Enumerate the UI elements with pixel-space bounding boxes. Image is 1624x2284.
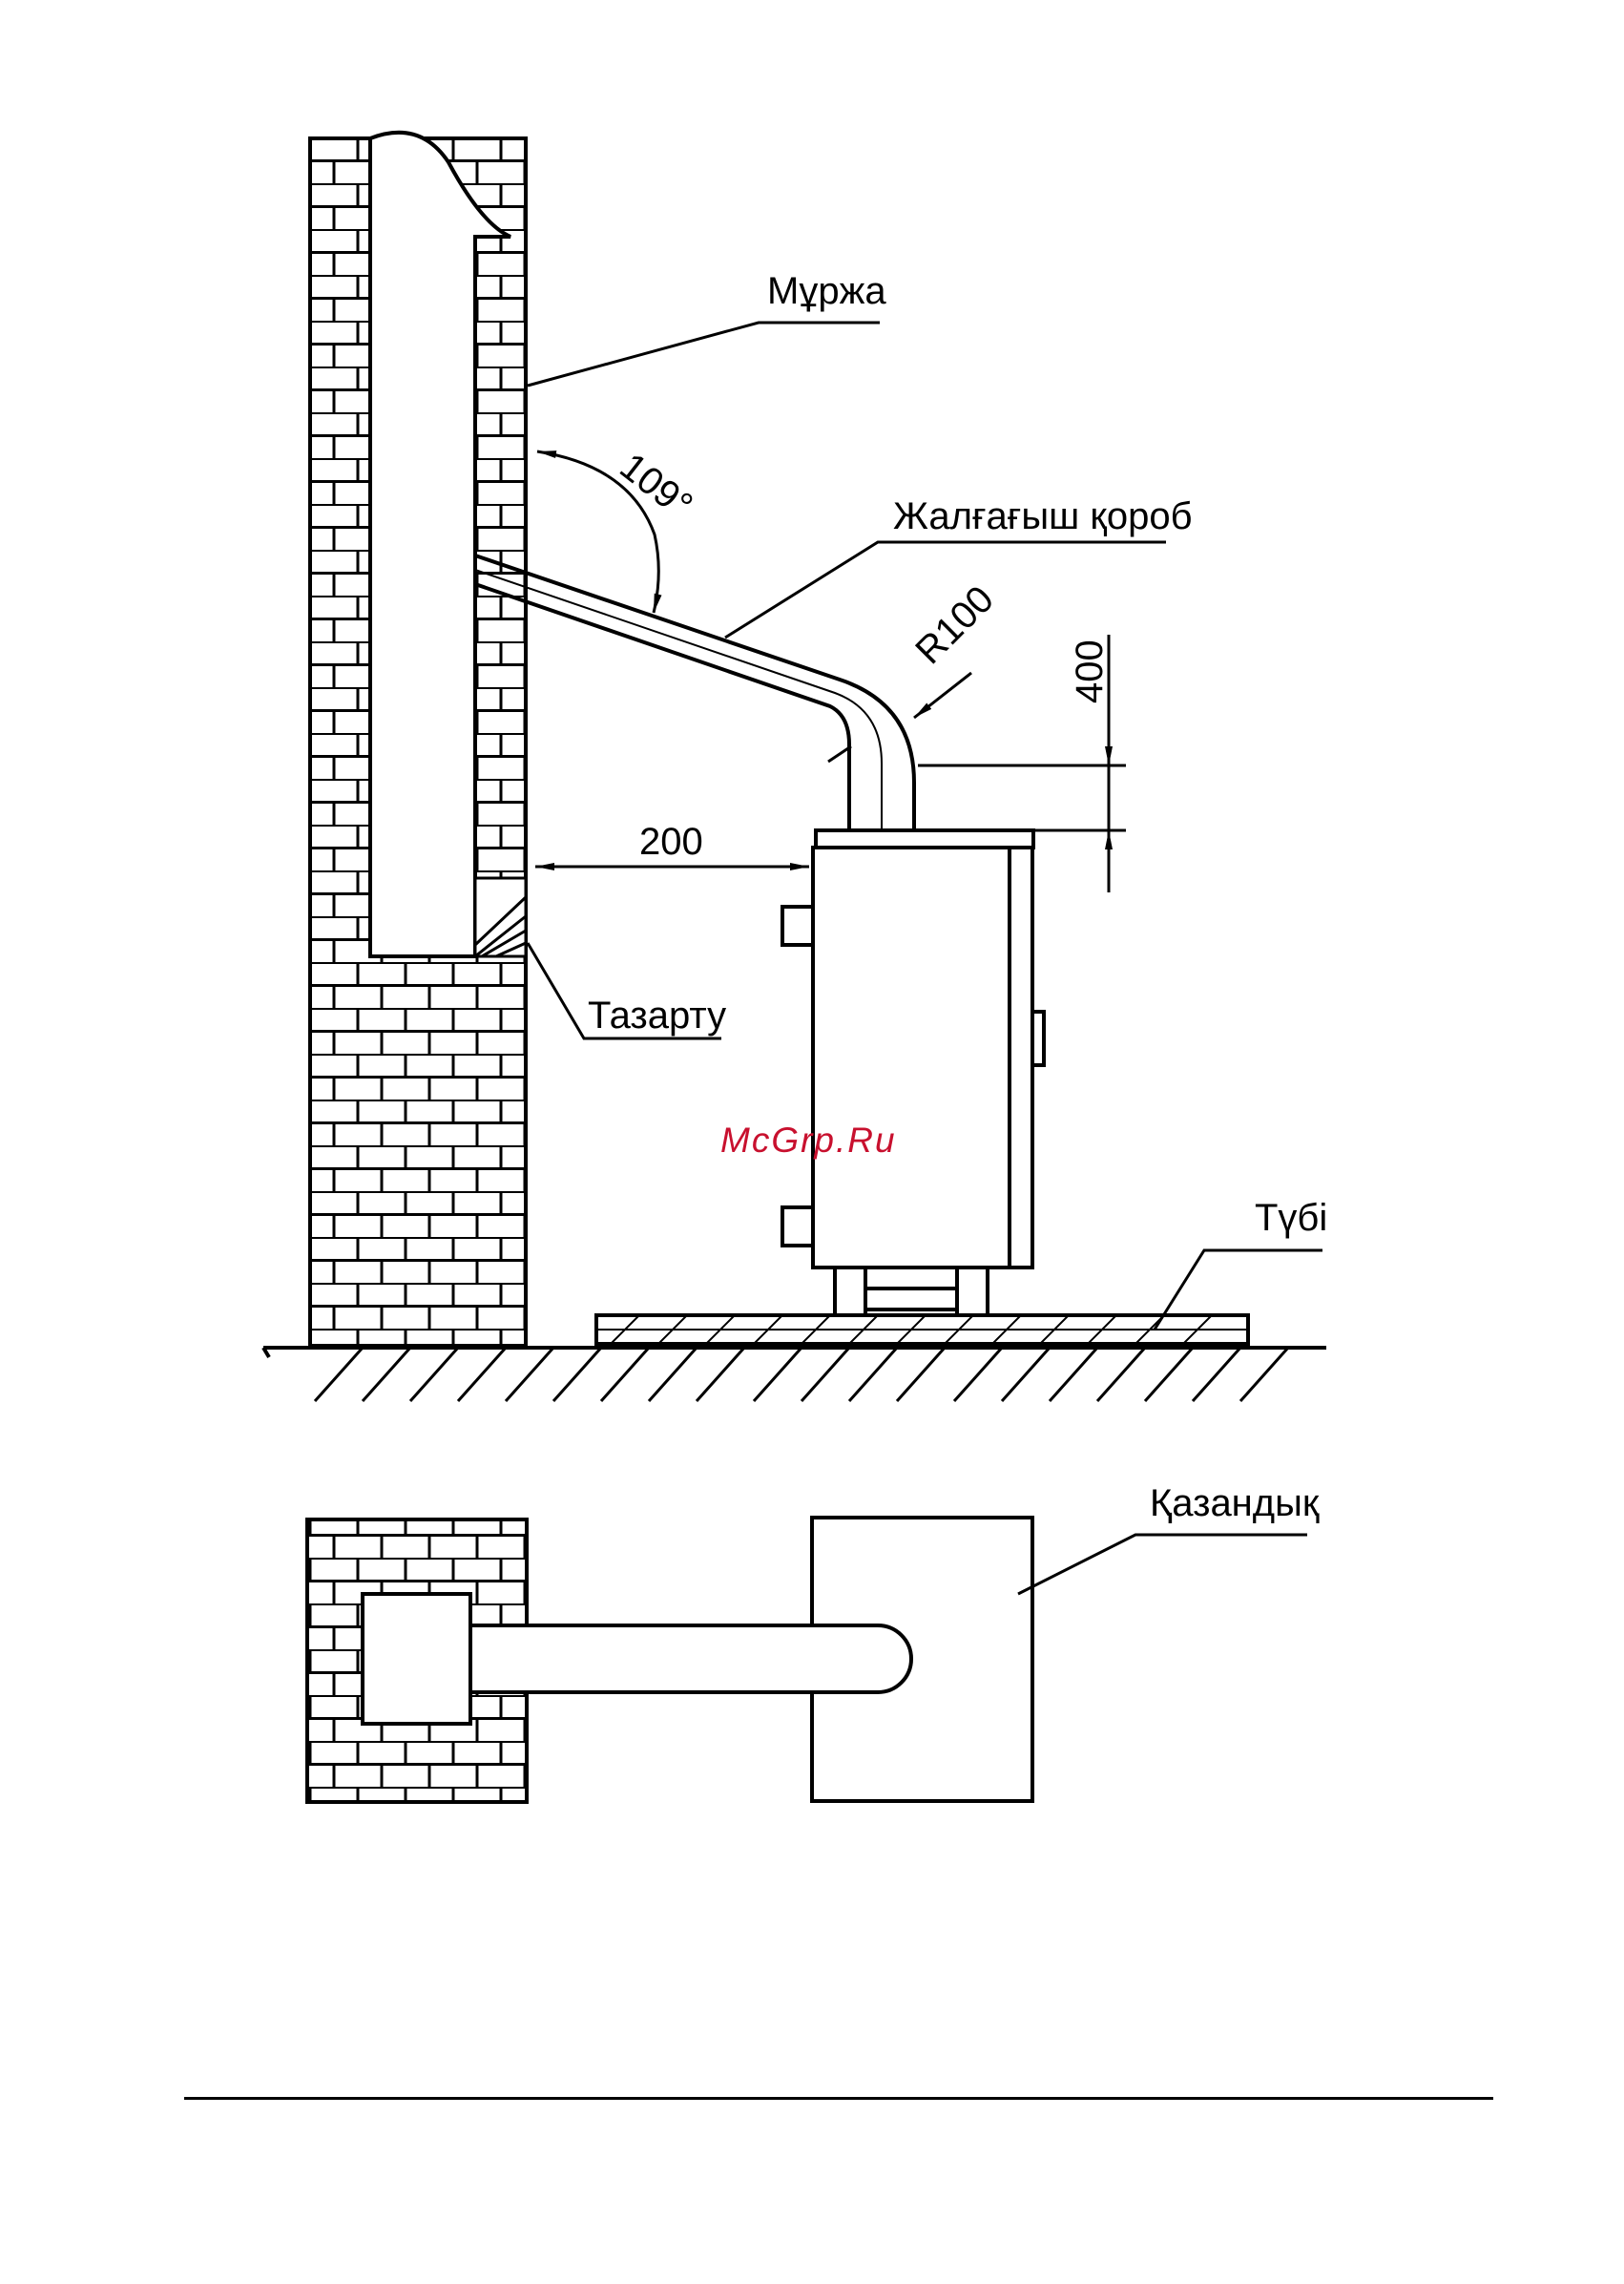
- chimney-wall: [310, 133, 526, 1346]
- connector-plan: [470, 1625, 911, 1692]
- footer-rule: [184, 2097, 1493, 2100]
- connector-pipe: [475, 555, 914, 830]
- boiler-base: [596, 1315, 1248, 1344]
- floor: [263, 1348, 1326, 1401]
- flue-plan: [363, 1594, 470, 1724]
- label-cleanout: Тазарту: [588, 995, 726, 1037]
- elevation-view: [263, 133, 1326, 1401]
- leader-chimney: [528, 323, 880, 386]
- dimension-radius: [914, 673, 971, 718]
- label-boiler: Қазандық: [1150, 1482, 1320, 1524]
- cleanout-door: [475, 878, 526, 956]
- label-chimney: Мұржа: [767, 270, 886, 312]
- label-base: Түбі: [1255, 1197, 1327, 1239]
- plan-view: [307, 1518, 1307, 1802]
- dimension-radius-value: R100: [907, 578, 1002, 673]
- leader-boiler: [1018, 1535, 1307, 1594]
- dimension-angle-value: 109°: [612, 445, 699, 527]
- watermark: McGrp.Ru: [720, 1121, 897, 1160]
- dimension-distance-value: 200: [639, 821, 703, 863]
- label-connector: Жалғағыш қороб: [893, 495, 1193, 537]
- boiler-elevation: [782, 830, 1044, 1332]
- dimension-height-value: 400: [1069, 639, 1111, 703]
